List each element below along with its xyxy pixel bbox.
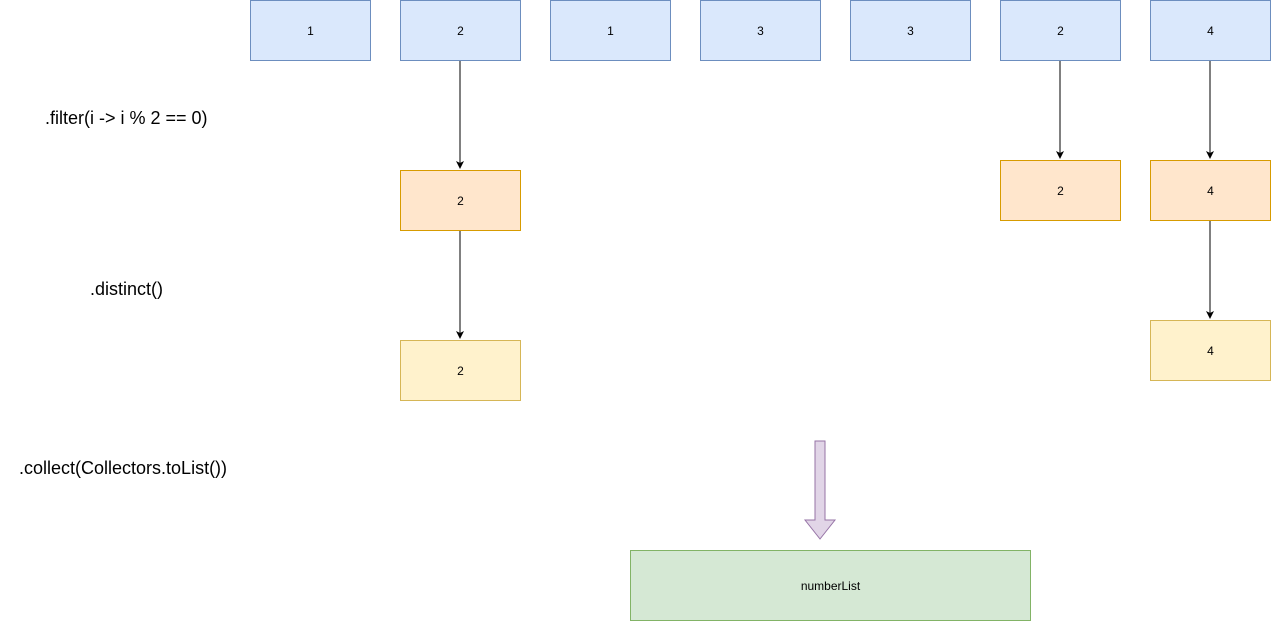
input-item-5: 3 (850, 0, 971, 61)
collect-operation-label: .collect(Collectors.toList()) (19, 458, 228, 478)
collect-arrow (803, 440, 837, 540)
input-item-7: 4 (1150, 0, 1271, 61)
filter-operation-label: .filter(i -> i % 2 == 0) (45, 108, 208, 128)
input-item-4: 3 (700, 0, 821, 61)
filtered-item-2: 2 (1000, 160, 1121, 221)
distinct-operation-label: .distinct() (90, 279, 164, 299)
input-item-3: 1 (550, 0, 671, 61)
input-item-2: 2 (400, 0, 521, 61)
distinct-item-1: 2 (400, 340, 521, 401)
filtered-item-3: 4 (1150, 160, 1271, 221)
distinct-item-2: 4 (1150, 320, 1271, 381)
filtered-item-1: 2 (400, 170, 521, 231)
input-item-6: 2 (1000, 0, 1121, 61)
number-list-result: numberList (630, 550, 1031, 621)
input-item-1: 1 (250, 0, 371, 61)
